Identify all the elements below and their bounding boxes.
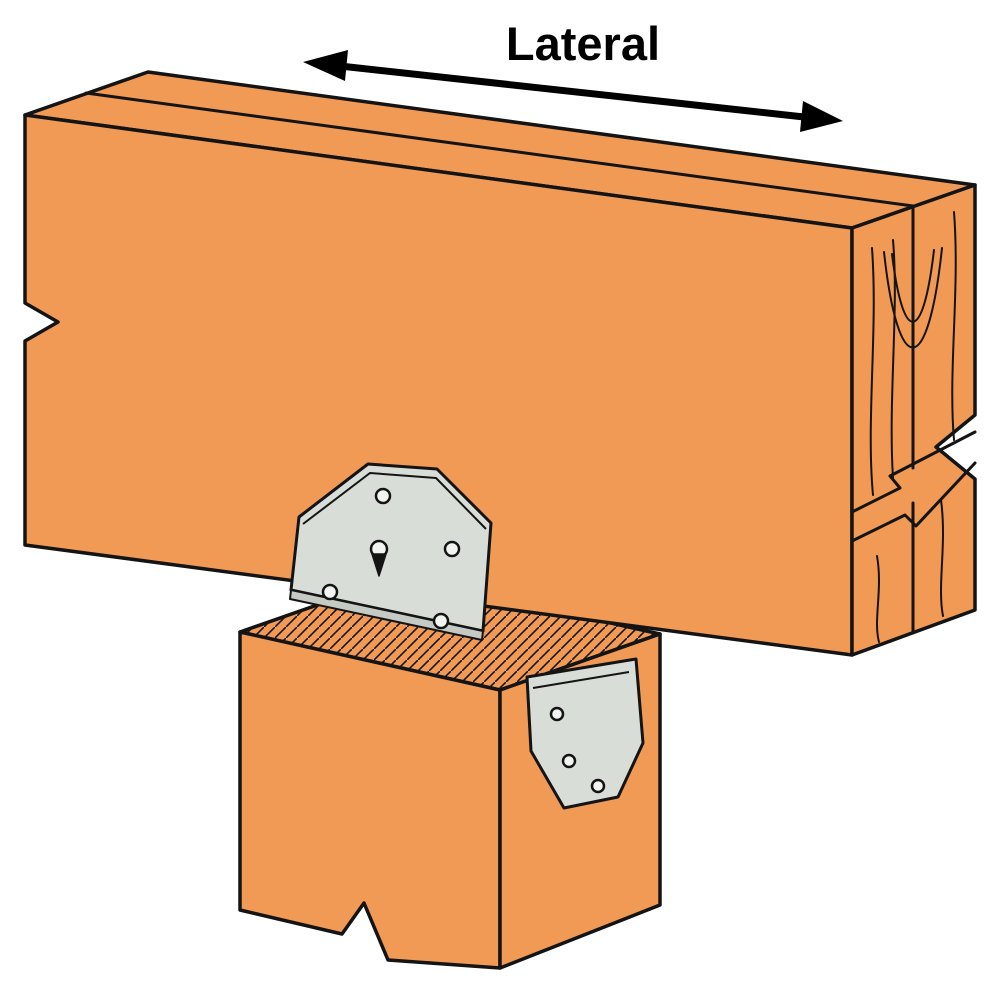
break-line-upper [850, 430, 977, 514]
screw-hole [321, 583, 339, 601]
front-plate-thickness [289, 589, 484, 641]
screw-hole [374, 487, 392, 505]
front-plate-bevel [302, 472, 487, 530]
side-plate-body [525, 657, 645, 810]
break-line-lower [850, 461, 977, 543]
screw-hole [590, 778, 606, 794]
grain-line [951, 211, 957, 441]
grain-line [869, 247, 875, 496]
post-front-face [238, 630, 502, 970]
arrow-head-right [800, 101, 843, 132]
beam-ply-seam-top [84, 91, 915, 208]
side-connector-plate [525, 657, 645, 810]
beam [23, 70, 977, 657]
fastener-point [371, 553, 387, 577]
center-fastener [369, 539, 389, 577]
grain-line [883, 247, 943, 349]
beam-end-grain [869, 211, 957, 643]
arrow-head-left [303, 50, 348, 81]
screw-hole [561, 753, 577, 769]
arrow-shaft [339, 62, 805, 121]
arrow-label: Lateral [506, 17, 660, 70]
front-connector-plate [289, 462, 493, 641]
side-plate-bevel [532, 671, 630, 689]
screw-hole [443, 540, 461, 558]
screw-hole [549, 706, 565, 722]
lateral-arrow: Lateral [303, 17, 843, 132]
grain-line [940, 499, 944, 617]
grain-line [891, 249, 935, 323]
grain-line [876, 555, 880, 643]
break-mark-end [850, 430, 977, 543]
screw-hole [432, 612, 450, 630]
